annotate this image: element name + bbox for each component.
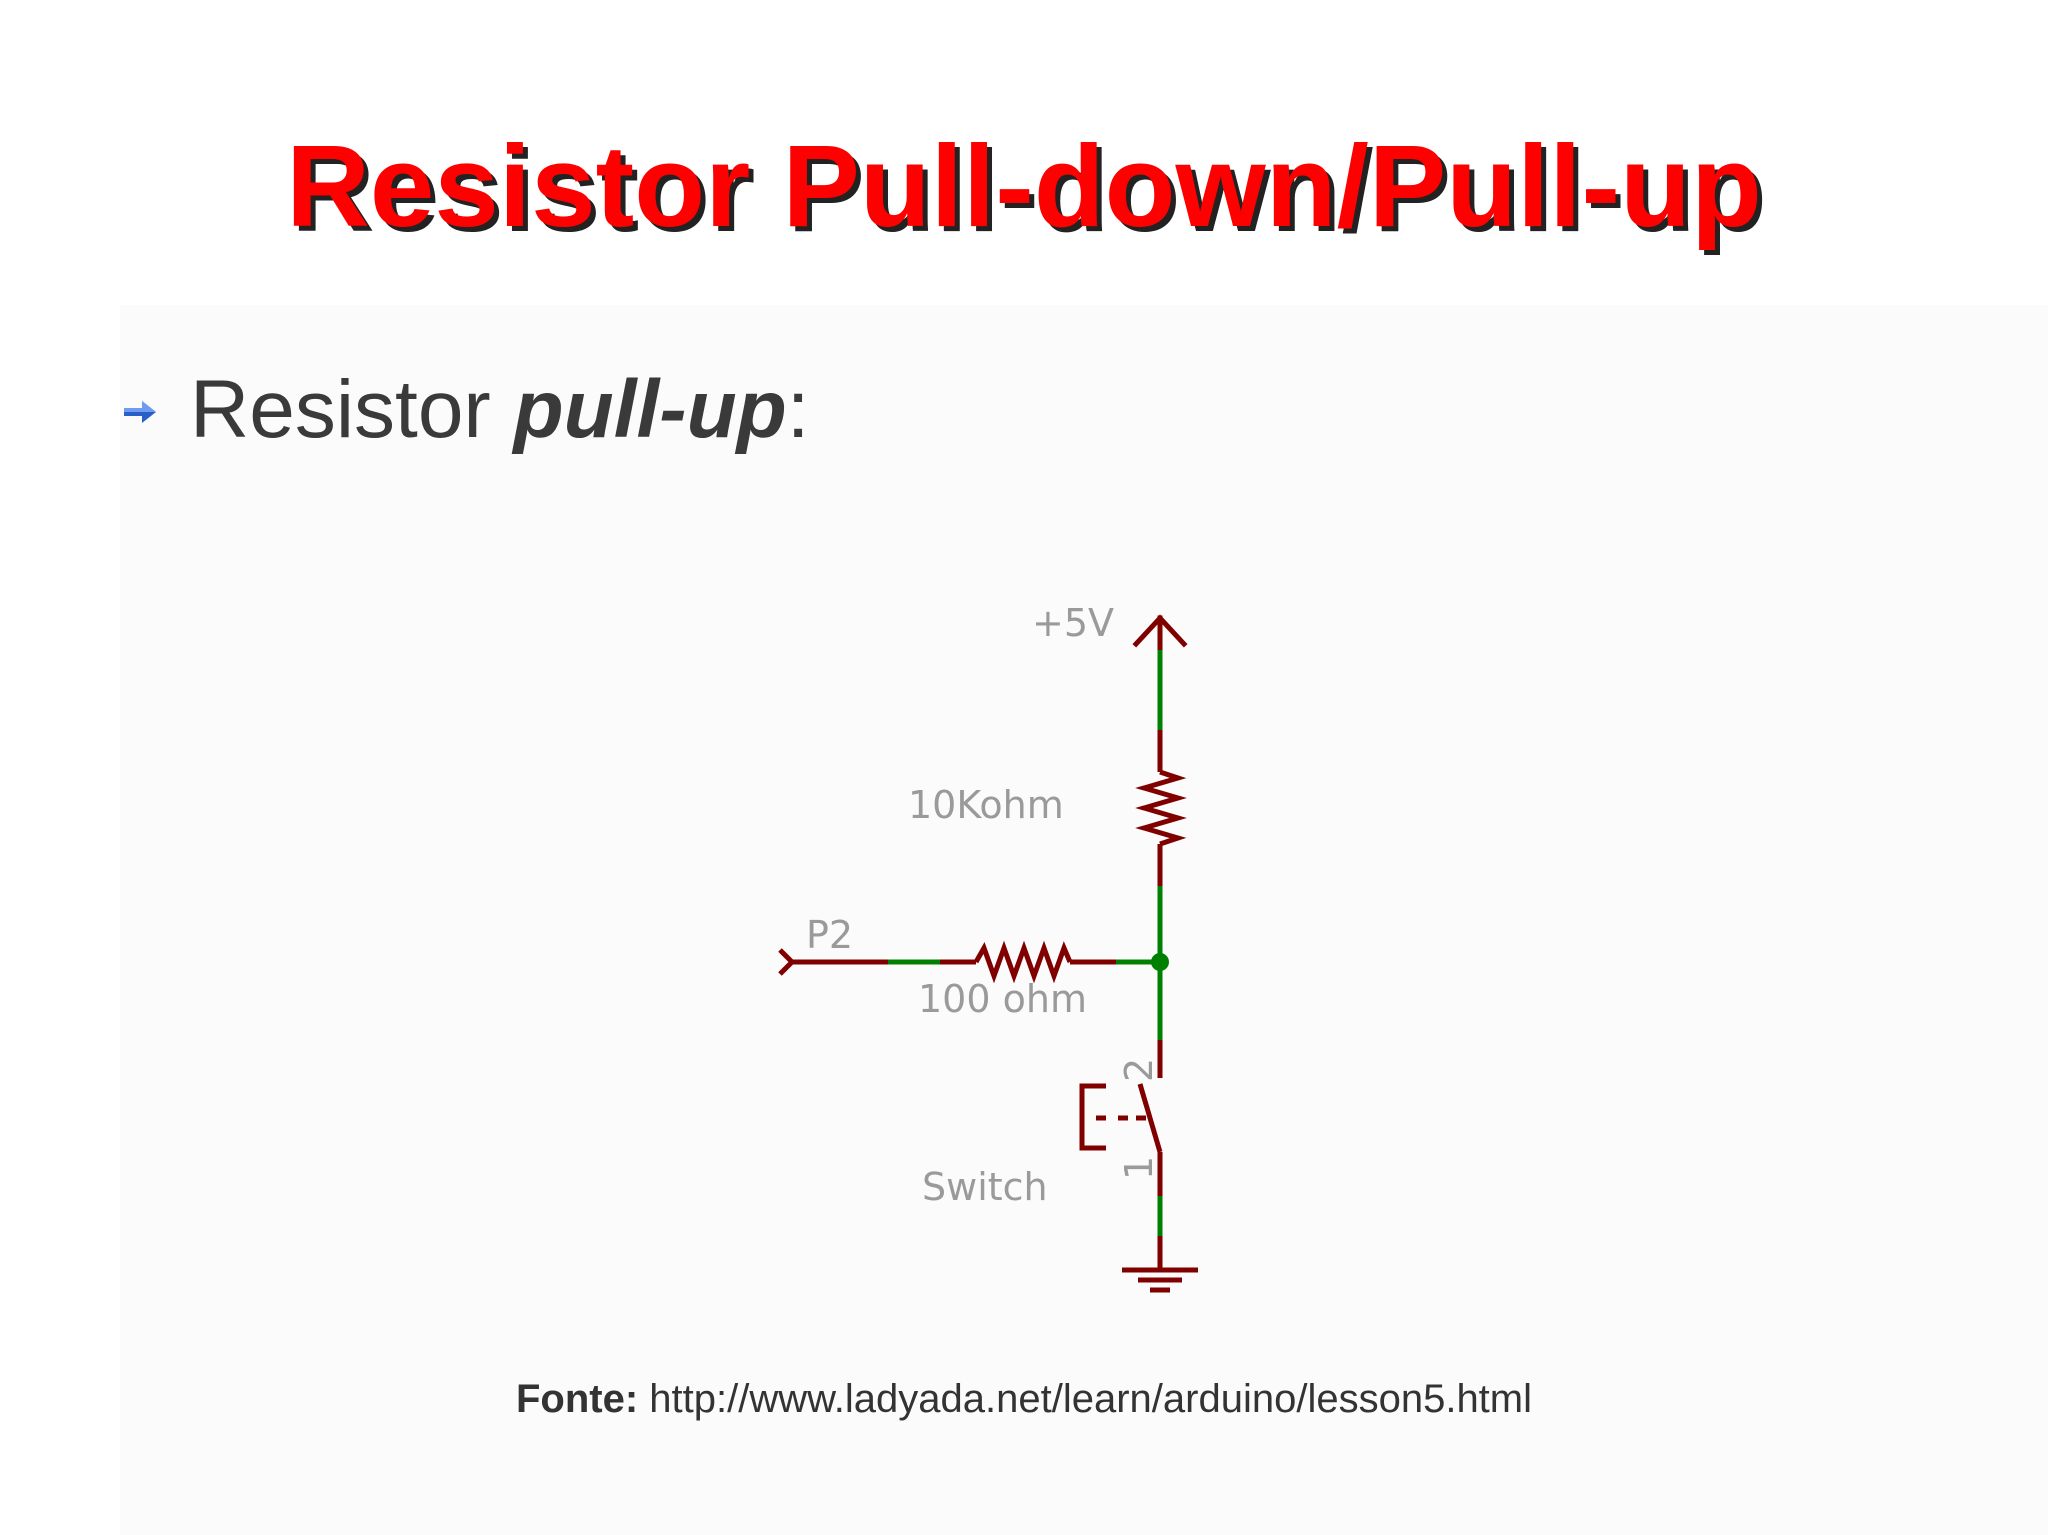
ground-symbol <box>1122 1267 1198 1293</box>
series-resistor-label: 100 ohm <box>918 977 1087 1021</box>
bullet-text-emphasis: pull-up <box>513 364 787 455</box>
pullup-resistor-label: 10Kohm <box>908 783 1064 827</box>
source-citation: Fonte: http://www.ladyada.net/learn/ardu… <box>0 1377 2048 1422</box>
source-label: Fonte: <box>515 1377 639 1421</box>
series-resistor-symbol <box>973 940 1073 984</box>
pullup-resistor-symbol <box>1135 769 1187 847</box>
switch-pin-top-label: 2 <box>1117 1058 1161 1082</box>
input-pin-connector <box>778 948 796 976</box>
bullet-text-suffix: : <box>786 364 810 455</box>
bullet-item: Resistor pull-up: <box>122 360 810 460</box>
switch-symbol <box>1079 1083 1163 1196</box>
arrow-bullet-icon <box>124 401 156 423</box>
slide-title: Resistor Pull-down/Pull-up <box>286 121 1762 251</box>
source-url: http://www.ladyada.net/learn/arduino/les… <box>638 1377 1533 1421</box>
switch-label: Switch <box>922 1165 1048 1209</box>
content-panel <box>120 305 2048 1535</box>
bullet-text-prefix: Resistor <box>190 364 514 455</box>
supply-label: +5V <box>1032 601 1114 645</box>
input-pin-label: P2 <box>806 913 853 957</box>
supply-arrow-symbol <box>1132 614 1188 653</box>
switch-pin-bottom-label: 1 <box>1117 1156 1161 1180</box>
